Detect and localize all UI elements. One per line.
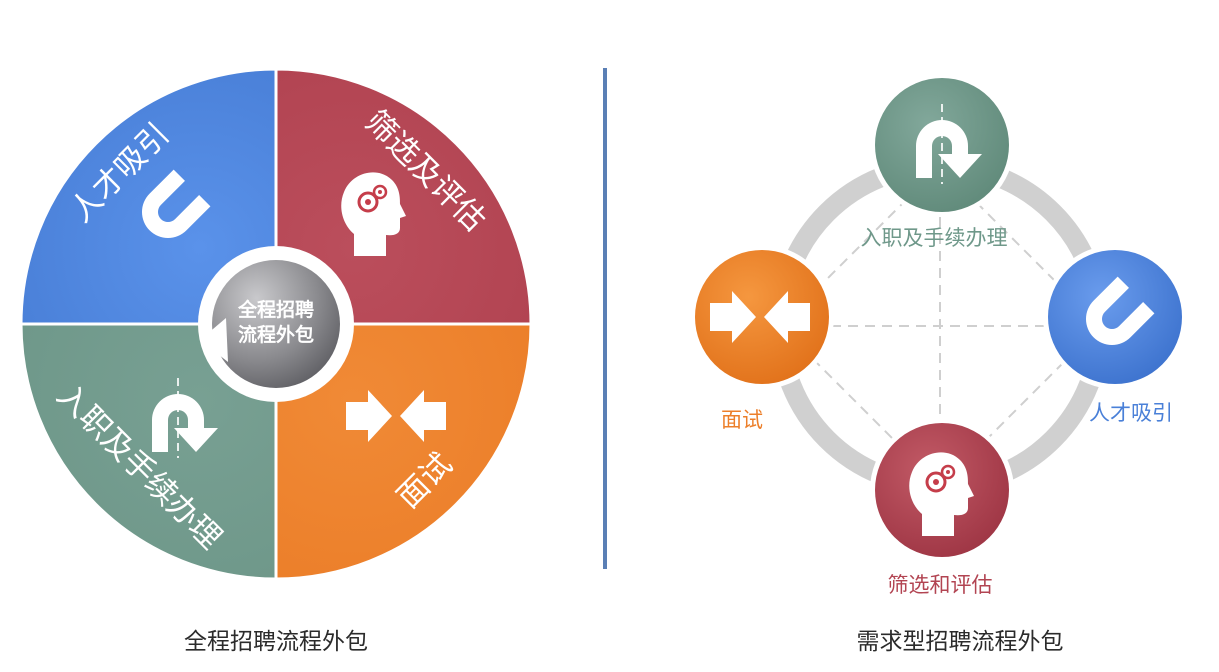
center-text-line2: 流程外包 [238, 323, 314, 346]
quadrant-screening-evaluation [274, 67, 533, 326]
center-text-line1: 全程招聘 [237, 298, 314, 321]
demand-process-diagram: 入职及手续办理 人才吸引 筛选和评估 面试 [690, 73, 1187, 597]
node-screening-evaluation [870, 418, 1014, 562]
quadrant-onboarding [19, 322, 278, 581]
node-label-talent-attraction: 人才吸引 [1089, 401, 1173, 425]
caption-full-process: 全程招聘流程外包 [184, 629, 368, 655]
full-process-diagram: 人才吸引 筛选及评估 面试 入职及手续办理 全程招聘 流程外包 [19, 67, 533, 581]
center-hub: 全程招聘 流程外包 [198, 246, 354, 402]
node-onboarding [870, 73, 1014, 217]
node-interview [690, 245, 834, 389]
node-label-screening-evaluation: 筛选和评估 [888, 573, 993, 597]
caption-demand-process: 需求型招聘流程外包 [856, 629, 1064, 655]
node-talent-attraction [1043, 245, 1187, 389]
node-label-onboarding: 入职及手续办理 [861, 226, 1008, 250]
quadrant-interview [274, 322, 533, 581]
cycle-arrowhead-icon [200, 318, 228, 362]
node-label-interview: 面试 [721, 408, 763, 432]
